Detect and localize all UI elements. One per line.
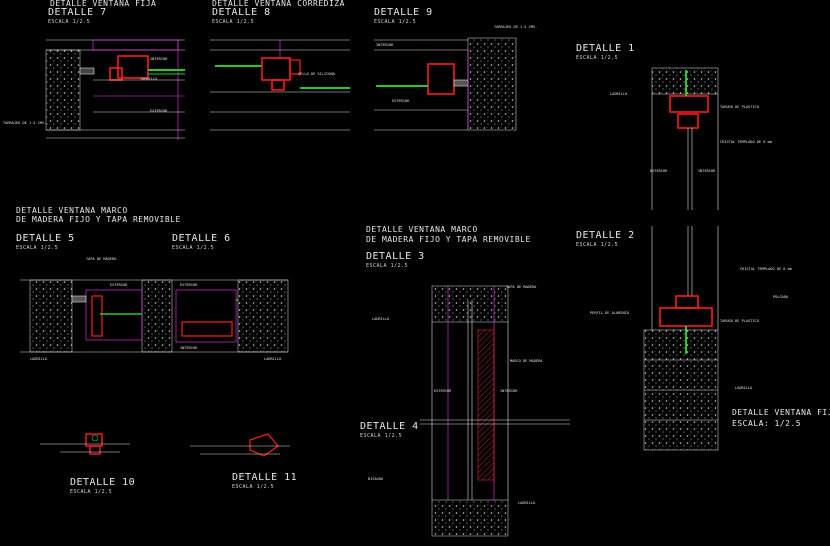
note-tarugo-d2: TARUGO DE PLASTICO <box>720 319 759 323</box>
note-sello-d8: SELLO DE SILICONA <box>298 72 335 76</box>
note-cristal-d1: CRISTAL TEMPLADO DE 8 mm <box>720 140 772 144</box>
note-bisagra-d4: BISAGRA <box>368 477 384 481</box>
detalle-5-label: DETALLE 5 <box>16 233 75 244</box>
detalle-1-drawing <box>651 67 719 210</box>
note-tarugo-d1: TARUGO DE PLASTICO <box>720 105 759 109</box>
note-madera-d3: MARCO DE MADERA <box>510 359 543 363</box>
detalle-7-drawing <box>45 39 185 140</box>
detalle-6-label: DETALLE 6 <box>172 233 231 244</box>
note-cristal-d2: CRISTAL TEMPLADO DE 8 mm <box>740 267 792 271</box>
detalle-10-label: DETALLE 10 <box>70 477 136 488</box>
detalle-11-drawing <box>190 433 290 457</box>
note-pulgada-d2: PULGADA <box>773 295 789 299</box>
detalle-5-scale: ESCALA 1/2.5 <box>16 245 59 251</box>
note-tarrajeo-d7: TARRAJEO DE 1.5 CMS. <box>3 121 47 125</box>
note-ladrillo-d1: LADRILLO <box>610 92 628 96</box>
note-ladrillo-d6: LADRILLO <box>264 357 282 361</box>
detalle-6-scale: ESCALA 1/2.5 <box>172 245 215 251</box>
title-ventana-marco-mid-2: DE MADERA FIJO Y TAPA REMOVIBLE <box>366 235 531 244</box>
detalle-7-scale: ESCALA 1/2.5 <box>48 19 91 25</box>
note-exterior-d3: EXTERIOR <box>434 389 452 393</box>
note-interior-d1: INTERIOR <box>698 169 716 173</box>
detalle-11-scale: ESCALA 1/2.5 <box>232 484 275 490</box>
title-ventana-marco-left-2: DE MADERA FIJO Y TAPA REMOVIBLE <box>16 215 181 224</box>
note-tapa-madera-d5: TAPA DE MADERA <box>86 257 117 261</box>
note-ladrillo-d4: LADRILLO <box>518 501 536 505</box>
note-ladrillo-d5: LADRILLO <box>30 357 48 361</box>
detalle-3-label: DETALLE 3 <box>366 251 425 262</box>
detalle-7-label: DETALLE 7 <box>48 7 107 18</box>
detalle-1-scale: ESCALA 1/2.5 <box>576 55 619 61</box>
detalle-10-drawing <box>40 433 130 455</box>
detalle-10-scale: ESCALA 1/2.5 <box>70 489 113 495</box>
detalle-2-drawing <box>643 226 719 451</box>
detalle-9-label: DETALLE 9 <box>374 7 433 18</box>
detalle-4-label: DETALLE 4 <box>360 421 419 432</box>
title-ventana-corrediza-top: DETALLE VENTANA CORREDIZA <box>212 0 345 8</box>
detalle-8-label: DETALLE 8 <box>212 7 271 18</box>
note-interior-d6: INTERIOR <box>180 346 198 350</box>
note-tornillo-d7: TORNILLO <box>140 77 158 81</box>
note-exterior-d5: EXTERIOR <box>110 283 128 287</box>
note-exterior-d1: EXTERIOR <box>650 169 668 173</box>
note-exterior-d7: EXTERIOR <box>150 109 168 113</box>
title-ventana-marco-mid-1: DETALLE VENTANA MARCO <box>366 225 478 234</box>
note-interior-d9: INTERIOR <box>376 43 394 47</box>
detalle-4-scale: ESCALA 1/2.5 <box>360 433 403 439</box>
detalle-3-scale: ESCALA 1/2.5 <box>366 263 409 269</box>
note-tapa-madera-d3: TAPA DE MADERA <box>506 285 537 289</box>
detalle-5-drawing <box>20 279 173 353</box>
note-tarrajeo-d9: TARRAJEO DE 1.5 CMS. <box>494 25 538 29</box>
detalle-9-drawing <box>374 37 517 131</box>
note-exterior-d6: EXTERIOR <box>180 283 198 287</box>
note-ladrillo-d3: LADRILLO <box>372 317 390 321</box>
detalle-8-drawing <box>210 39 350 131</box>
note-ladrillo-d2: LADRILLO <box>735 386 753 390</box>
detalle-3-4-drawing <box>420 285 570 537</box>
note-interior-d7: INTERIOR <box>150 57 168 61</box>
detalle-6-drawing <box>172 279 289 353</box>
title-ventana-marco-left-1: DETALLE VENTANA MARCO <box>16 206 128 215</box>
title-ventana-fija-top: DETALLE VENTANA FIJA <box>50 0 157 8</box>
detalle-11-label: DETALLE 11 <box>232 472 298 483</box>
note-perfil-d2: PERFIL DE ALUMINIO <box>590 311 629 315</box>
detalle-2-label: DETALLE 2 <box>576 230 635 241</box>
note-interior-d3: INTERIOR <box>500 389 518 393</box>
title-ventana-fija-right-scale: ESCALA: 1/2.5 <box>732 419 802 428</box>
note-exterior-d9: EXTERIOR <box>392 99 410 103</box>
detalle-2-scale: ESCALA 1/2.5 <box>576 242 619 248</box>
detalle-8-scale: ESCALA 1/2.5 <box>212 19 255 25</box>
detalle-1-label: DETALLE 1 <box>576 43 635 54</box>
detalle-9-scale: ESCALA 1/2.5 <box>374 19 417 25</box>
title-ventana-fija-right: DETALLE VENTANA FIJA <box>732 408 830 417</box>
